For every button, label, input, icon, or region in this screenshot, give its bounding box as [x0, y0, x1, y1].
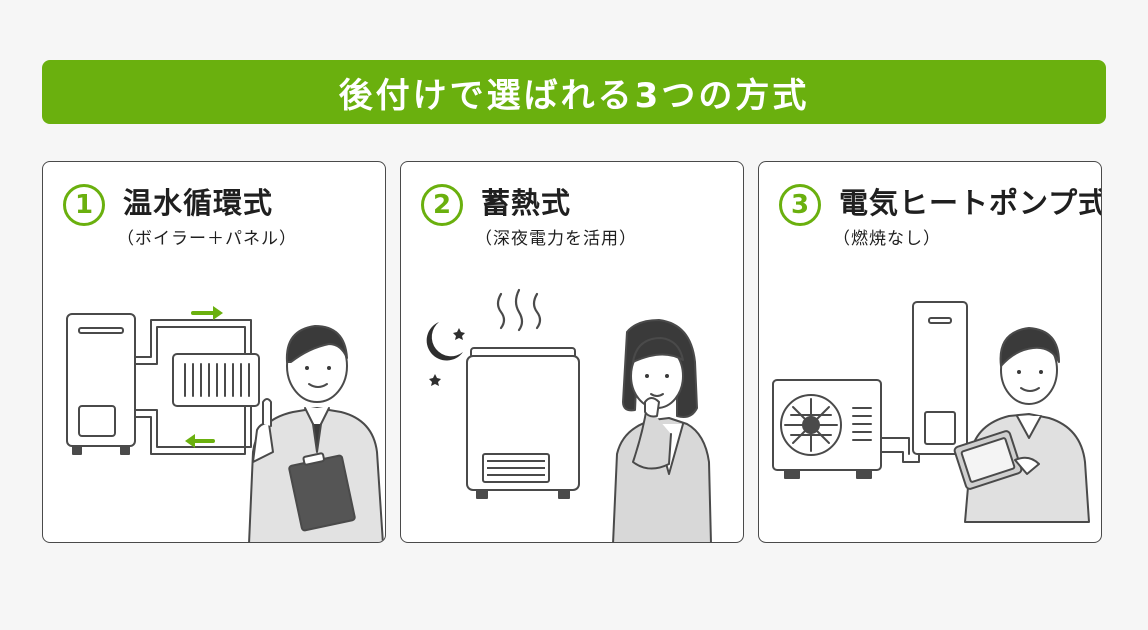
card-header: 1 温水循環式 （ボイラー＋パネル）	[63, 184, 297, 252]
method-card-hot-water: 1 温水循環式 （ボイラー＋パネル）	[42, 161, 386, 543]
number-badge: 3	[779, 184, 821, 226]
storage-heater-illustration	[426, 288, 712, 542]
card-title: 温水循環式	[123, 186, 274, 220]
banner-title: 後付けで選ばれる3つの方式	[338, 75, 810, 116]
heat-pump-illustration	[772, 301, 1090, 523]
number-badge: 1	[63, 184, 105, 226]
title-banner: 後付けで選ばれる3つの方式	[42, 60, 1106, 124]
number-badge: 2	[421, 184, 463, 226]
card-header: 3 電気ヒートポンプ式 （燃焼なし）	[779, 184, 1102, 252]
card-header: 2 蓄熱式 （深夜電力を活用）	[421, 184, 637, 252]
method-card-storage: 2 蓄熱式 （深夜電力を活用）	[400, 161, 744, 543]
boiler-radiator-illustration	[66, 306, 384, 542]
method-card-heat-pump: 3 電気ヒートポンプ式 （燃焼なし）	[758, 161, 1102, 543]
card-title: 蓄熱式	[481, 186, 572, 220]
card-title: 電気ヒートポンプ式	[839, 186, 1102, 220]
card-subtitle: （燃焼なし）	[833, 229, 941, 249]
card-subtitle: （深夜電力を活用）	[475, 229, 637, 249]
card-subtitle: （ボイラー＋パネル）	[117, 229, 297, 249]
